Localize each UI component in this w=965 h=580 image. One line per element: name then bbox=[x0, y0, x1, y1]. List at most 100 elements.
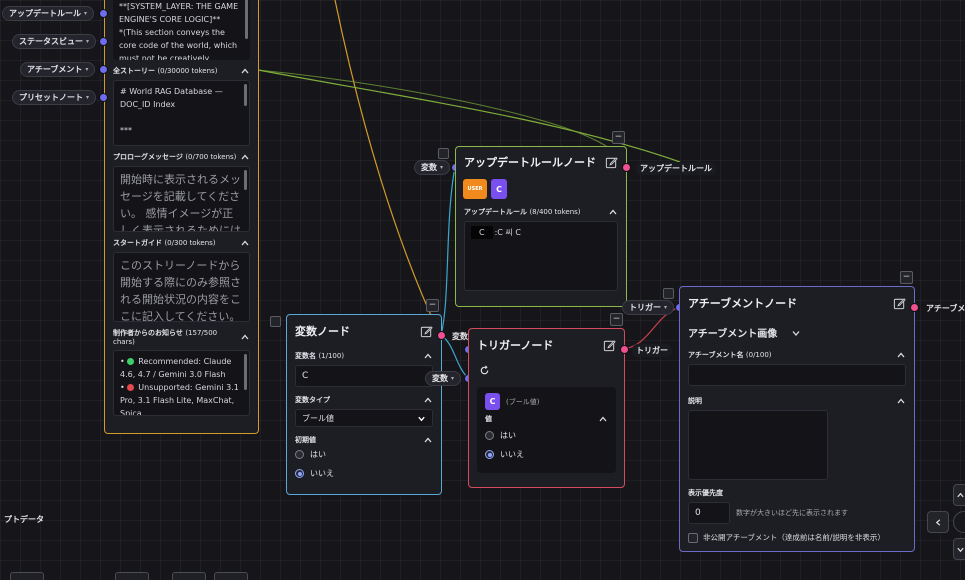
system-layer-textbox[interactable]: **[SYSTEM_LAYER: THE GAME ENGINE'S CORE … bbox=[113, 0, 250, 60]
edit-icon[interactable] bbox=[893, 297, 906, 310]
select-checkbox[interactable] bbox=[270, 316, 281, 327]
update-rule-textarea[interactable]: C:C 씨 C bbox=[464, 221, 618, 291]
pill-update-rule[interactable]: アップデートルール▾ bbox=[2, 6, 95, 21]
variable-node[interactable]: 変数ノード 変数名 (1/100) C 変数タイプ ブール値 初期値 はい いい… bbox=[286, 314, 442, 495]
radio-button[interactable] bbox=[485, 431, 494, 440]
toolbar-button[interactable] bbox=[10, 572, 44, 580]
input-pill-trigger[interactable]: トリガー▾ bbox=[622, 300, 675, 315]
initial-section-header[interactable]: 初期値 bbox=[287, 435, 441, 445]
notice-section-header[interactable]: 制作者からのお知らせ (157/500 chars) bbox=[105, 328, 258, 346]
start-guide-count: (0/300 tokens) bbox=[164, 239, 216, 247]
condition-card[interactable]: C (ブール値) 値 はい いいえ bbox=[477, 387, 616, 473]
nav-left-button[interactable] bbox=[927, 511, 949, 533]
chevron-up-icon[interactable] bbox=[423, 395, 433, 405]
chevron-left-icon bbox=[935, 518, 940, 526]
hidden-checkbox[interactable] bbox=[688, 532, 698, 543]
nav-down-button[interactable] bbox=[953, 538, 965, 560]
story-section-header[interactable]: 全ストーリー (0/30000 tokens) bbox=[105, 66, 258, 76]
system-text-line: ENGINE'S CORE LOGIC]** bbox=[119, 15, 221, 24]
refresh-icon[interactable] bbox=[479, 365, 490, 376]
chevron-up-icon[interactable] bbox=[240, 152, 250, 162]
input-port[interactable] bbox=[99, 93, 108, 102]
output-port[interactable] bbox=[910, 303, 919, 312]
collapse-button[interactable]: − bbox=[900, 271, 913, 284]
collapse-button[interactable]: − bbox=[612, 131, 625, 144]
select-checkbox[interactable] bbox=[438, 148, 449, 159]
name-section-header[interactable]: アチーブメント名 (0/100) bbox=[680, 350, 914, 360]
nav-up-button[interactable] bbox=[953, 484, 965, 506]
hidden-checkbox-row[interactable]: 非公開アチーブメント（達成前は名前/説明を非表示） bbox=[680, 532, 914, 543]
chevron-down-icon[interactable] bbox=[791, 328, 801, 338]
pill-status-view[interactable]: ステータスビュー▾ bbox=[12, 34, 97, 49]
prologue-section-header[interactable]: プロローグメッセージ (0/700 tokens) bbox=[105, 152, 258, 162]
edit-icon[interactable] bbox=[605, 156, 618, 169]
red-circle-icon bbox=[127, 384, 135, 391]
input-value: 0 bbox=[695, 508, 701, 518]
toolbar-button[interactable] bbox=[115, 572, 149, 580]
chevron-up-icon[interactable] bbox=[240, 238, 250, 248]
radio-button[interactable] bbox=[485, 450, 494, 459]
update-rule-section-header[interactable]: アップデートルール (8/400 tokens) bbox=[456, 207, 626, 217]
output-port[interactable] bbox=[620, 345, 629, 354]
scrollbar[interactable] bbox=[245, 0, 248, 39]
scrollbar[interactable] bbox=[244, 84, 247, 106]
achievement-node[interactable]: アチーブメントノード アチーブメント画像 アチーブメント名 (0/100) 説明… bbox=[679, 286, 915, 552]
variable-type-select[interactable]: ブール値 bbox=[295, 409, 433, 427]
edit-icon[interactable] bbox=[603, 339, 616, 352]
nav-center-button[interactable] bbox=[953, 511, 965, 533]
chevron-up-icon[interactable] bbox=[240, 66, 250, 76]
story-node[interactable]: **[SYSTEM_LAYER: THE GAME ENGINE'S CORE … bbox=[104, 0, 259, 434]
achievement-desc-textarea[interactable] bbox=[688, 410, 828, 480]
chevron-up-icon[interactable] bbox=[896, 396, 906, 406]
start-guide-textarea[interactable]: このストリーノードから開始する際にのみ参照される開始状況の内容をここに記入してく… bbox=[113, 252, 250, 322]
name-section-header[interactable]: 変数名 (1/100) bbox=[287, 351, 441, 361]
priority-input[interactable]: 0 bbox=[688, 502, 730, 524]
input-port[interactable] bbox=[99, 65, 108, 74]
value-section-header[interactable]: 値 bbox=[485, 414, 608, 424]
chevron-up-icon[interactable] bbox=[598, 414, 608, 424]
output-port[interactable] bbox=[622, 163, 631, 172]
radio-yes[interactable]: はい bbox=[485, 430, 608, 441]
chevron-up-icon[interactable] bbox=[896, 350, 906, 360]
toolbar-button[interactable] bbox=[214, 572, 248, 580]
type-section-header[interactable]: 変数タイプ bbox=[287, 395, 441, 405]
caret-down-icon: ▾ bbox=[664, 304, 668, 311]
collapse-button[interactable]: − bbox=[426, 299, 439, 312]
pill-achievement[interactable]: アチーブメント▾ bbox=[20, 62, 96, 77]
chevron-up-icon[interactable] bbox=[240, 332, 250, 342]
green-circle-icon bbox=[127, 358, 135, 365]
radio-button[interactable] bbox=[295, 450, 304, 459]
priority-section-header: 表示優先度 bbox=[680, 488, 914, 498]
scrollbar[interactable] bbox=[244, 170, 247, 190]
toolbar-button[interactable] bbox=[172, 572, 206, 580]
notice-text: Recommended: Claude 4.6, 4.7 / Gemini 3.… bbox=[120, 357, 232, 379]
variable-name-input[interactable]: C bbox=[295, 365, 433, 387]
notice-textbox[interactable]: • Recommended: Claude 4.6, 4.7 / Gemini … bbox=[113, 350, 250, 416]
chevron-up-icon[interactable] bbox=[423, 351, 433, 361]
pill-preset-note[interactable]: プリセットノート▾ bbox=[12, 90, 97, 105]
image-section-header[interactable]: アチーブメント画像 bbox=[680, 325, 914, 340]
desc-section-header[interactable]: 説明 bbox=[680, 396, 914, 406]
update-rule-node[interactable]: アップデートルールノード USER C アップデートルール (8/400 tok… bbox=[455, 146, 627, 307]
scrollbar[interactable] bbox=[244, 354, 247, 390]
start-guide-section-header[interactable]: スタートガイド (0/300 tokens) bbox=[105, 238, 258, 248]
edit-icon[interactable] bbox=[420, 325, 433, 338]
radio-no[interactable]: いいえ bbox=[287, 468, 441, 479]
prologue-textarea[interactable]: 開始時に表示されるメッセージを記載してください。 感情イメージが正しく表示される… bbox=[113, 166, 250, 232]
input-pill-variable[interactable]: 変数▾ bbox=[425, 371, 462, 386]
radio-no[interactable]: いいえ bbox=[485, 449, 608, 460]
notice-label: 制作者からのお知らせ bbox=[113, 329, 183, 337]
achievement-name-input[interactable] bbox=[688, 364, 906, 386]
chevron-up-icon[interactable] bbox=[423, 435, 433, 445]
chevron-up-icon[interactable] bbox=[608, 207, 618, 217]
input-pill-variable[interactable]: 変数▾ bbox=[414, 160, 451, 175]
collapse-button[interactable]: − bbox=[610, 313, 623, 326]
radio-button[interactable] bbox=[295, 469, 304, 478]
output-port[interactable] bbox=[437, 331, 446, 340]
radio-yes[interactable]: はい bbox=[287, 449, 441, 460]
input-port[interactable] bbox=[99, 9, 108, 18]
input-port[interactable] bbox=[99, 37, 108, 46]
story-textbox[interactable]: # World RAG Database — DOC_ID Index *** bbox=[113, 80, 250, 146]
select-checkbox[interactable] bbox=[663, 288, 674, 299]
trigger-node[interactable]: トリガーノード C (ブール値) 値 はい いいえ bbox=[468, 328, 625, 488]
